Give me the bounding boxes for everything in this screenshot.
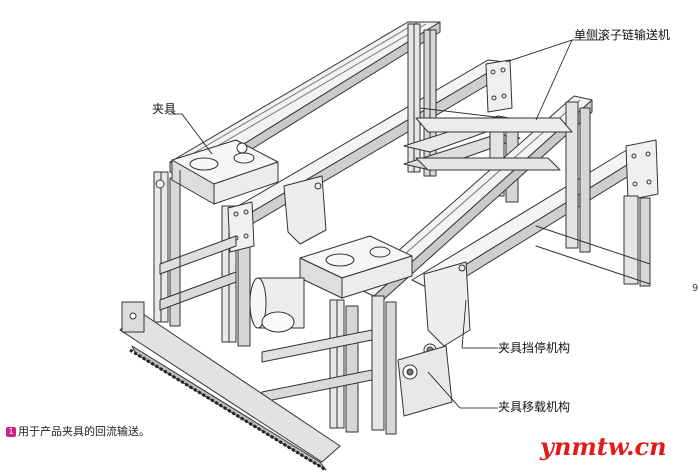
caption-badge: 1 [6,427,16,437]
label-fixture-stopper: 夹具挡停机构 [498,341,571,355]
leader-lines [168,39,604,409]
front-conveyor-module [249,95,659,435]
caption-text: 用于产品夹具的回流输送。 [18,425,150,438]
label-roller-chain-conveyor: 单侧滚子链输送机 [574,28,671,42]
page-number: 9 [692,283,699,294]
label-fixture-transfer: 夹具移载机构 [498,400,571,414]
return-chain [119,301,341,472]
label-fixture: 夹具 [152,102,177,116]
watermark: ynmtw.cn [540,432,667,461]
